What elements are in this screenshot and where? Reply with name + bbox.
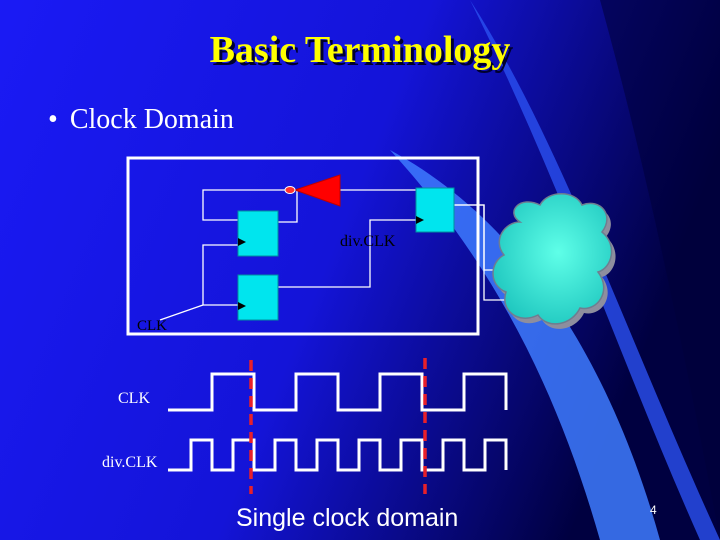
clock-input-arrow — [238, 238, 246, 246]
logic-cloud — [492, 193, 616, 329]
clk-circuit-label: CLK — [137, 318, 167, 334]
flip-flop-2 — [237, 274, 279, 321]
inverter-bubble — [284, 186, 296, 194]
clock-input-arrow — [416, 216, 424, 224]
clk-waveform — [168, 372, 508, 412]
page-number: 4 — [650, 503, 657, 517]
circuit-wires — [159, 189, 510, 321]
clock-input-arrow — [238, 302, 246, 310]
div-clk-circuit-label: div.CLK — [340, 233, 396, 250]
dark-edge-decoration — [600, 0, 720, 540]
div-clk-wave-label: div.CLK — [102, 454, 158, 471]
circuit-box — [126, 156, 480, 336]
bullet-item: • Clock Domain — [48, 104, 234, 136]
slide-title: Basic Terminology — [209, 29, 511, 71]
bullet-text: Clock Domain — [69, 104, 234, 135]
flip-flop-1 — [237, 210, 279, 257]
inverter-gate — [293, 174, 341, 207]
caption: Single clock domain — [236, 504, 459, 532]
bullet-dot-icon: • — [48, 104, 58, 135]
clk-wave-label: CLK — [118, 390, 150, 407]
flip-flop-3 — [415, 187, 455, 233]
swoosh-decoration-2 — [390, 150, 660, 540]
div-clk-waveform — [168, 438, 508, 472]
